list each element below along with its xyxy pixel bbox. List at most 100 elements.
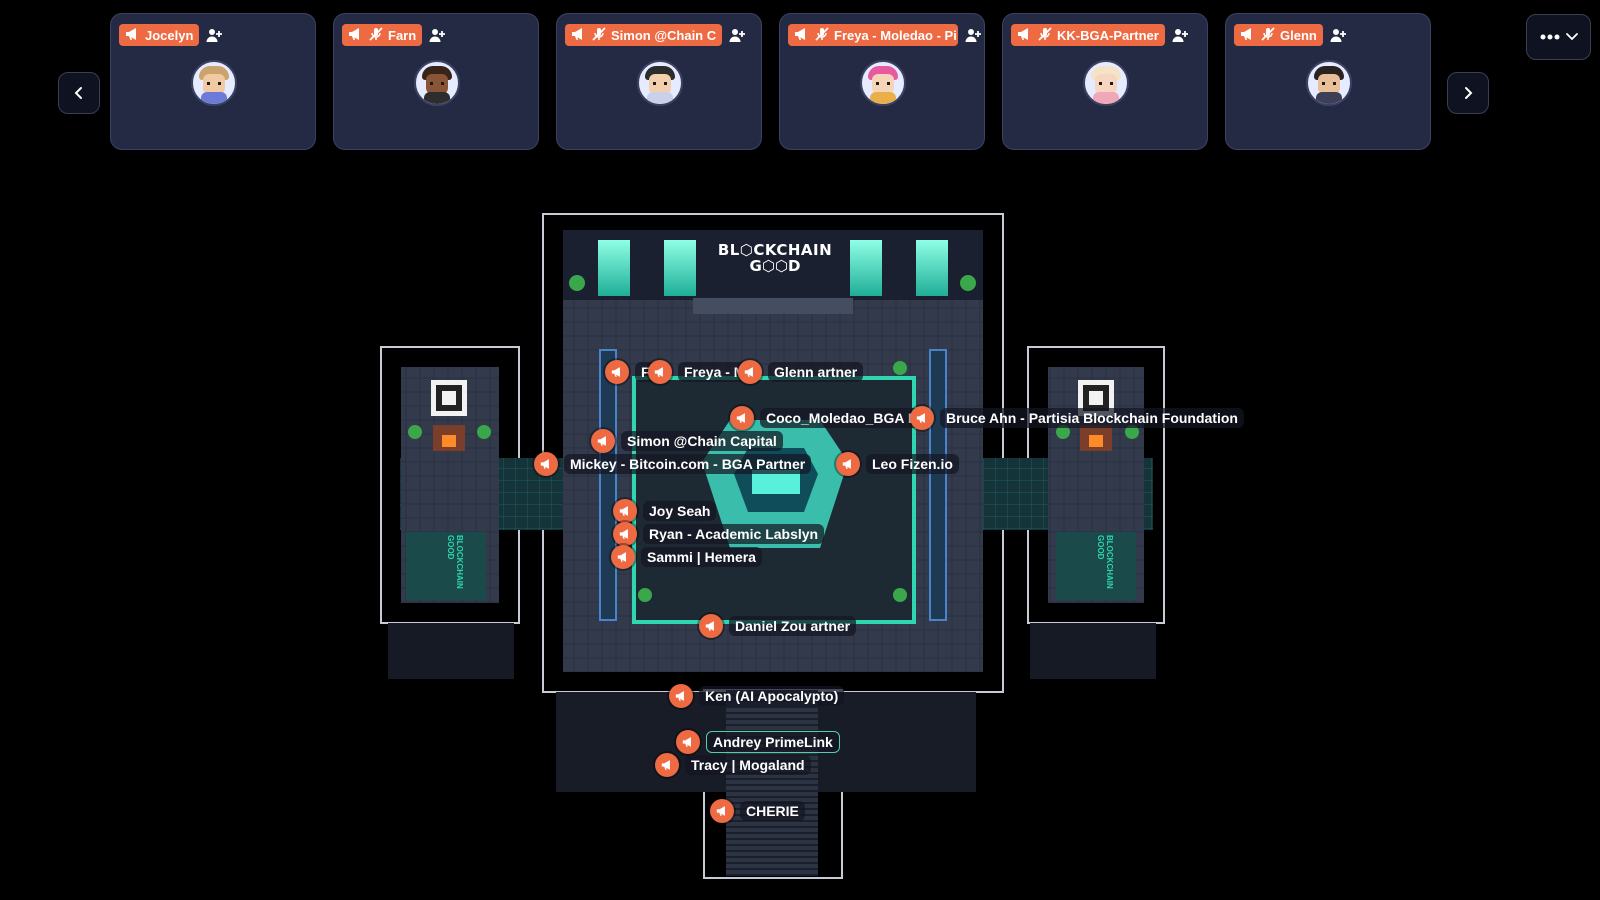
more-options-button[interactable] — [1526, 14, 1591, 60]
participant-header: Glenn — [1234, 24, 1347, 46]
participant-header: Jocelyn — [119, 24, 223, 46]
megaphone-icon — [125, 27, 141, 44]
player-name: Andrey PrimeLink — [706, 731, 840, 753]
player-label[interactable]: Sammi | Hemera — [611, 545, 762, 569]
participant-name: Jocelyn — [145, 27, 194, 43]
mic-off-icon — [1037, 26, 1053, 44]
participant-name-badge: Simon @Chain C — [565, 24, 723, 46]
player-name: Freya - M — [678, 362, 752, 382]
add-user-icon[interactable] — [1329, 26, 1347, 44]
mic-off-icon — [591, 26, 607, 44]
participant-name: Freya - Moledao - Pi — [834, 27, 957, 43]
chevron-left-icon — [74, 87, 82, 99]
player-name: Joy Seah — [643, 501, 717, 521]
megaphone-icon — [613, 499, 637, 523]
megaphone-icon — [836, 452, 860, 476]
avatar — [1083, 60, 1129, 106]
megaphone-icon — [611, 545, 635, 569]
participant-name: Simon @Chain C — [611, 27, 717, 43]
map-banner: BL⬡CKCHAIN G⬡⬡D — [712, 242, 838, 274]
player-name: Daniel Zou artner — [729, 616, 857, 636]
participant-card[interactable]: Freya - Moledao - Pi — [779, 13, 985, 150]
participant-name-badge: KK-BGA-Partner — [1011, 24, 1165, 46]
megaphone-icon — [794, 27, 810, 44]
avatar — [637, 60, 683, 106]
megaphone-icon — [1017, 27, 1033, 44]
player-name: Ryan - Academic Labslyn — [643, 524, 825, 544]
player-name: Sammi | Hemera — [641, 547, 762, 567]
participant-card[interactable]: Farn — [333, 13, 539, 150]
participant-card[interactable]: Glenn — [1225, 13, 1431, 150]
participant-header: Freya - Moledao - Pi — [788, 24, 982, 46]
megaphone-icon — [699, 614, 723, 638]
participant-cards: Jocelyn Farn — [110, 13, 1431, 150]
participant-header: Simon @Chain C — [565, 24, 746, 46]
megaphone-icon — [571, 27, 587, 44]
participant-card[interactable]: Jocelyn — [110, 13, 316, 150]
participant-name: Glenn — [1280, 27, 1317, 43]
player-label[interactable]: Freya - M — [648, 360, 752, 384]
player-label[interactable]: Simon @Chain Capital — [591, 429, 783, 453]
participant-header: Farn — [342, 24, 446, 46]
megaphone-icon — [910, 406, 934, 430]
player-label[interactable]: Joy Seah — [613, 499, 717, 523]
add-user-icon[interactable] — [728, 26, 746, 44]
player-label[interactable]: Andrey PrimeLink — [676, 730, 840, 754]
banner-line-1: BL⬡CKCHAIN — [717, 241, 833, 259]
megaphone-icon — [605, 360, 629, 384]
player-label[interactable]: CHERIE — [710, 799, 805, 823]
avatar — [414, 60, 460, 106]
megaphone-icon — [669, 684, 693, 708]
participant-name: KK-BGA-Partner — [1057, 27, 1159, 43]
player-name: Leo Fizen.io — [866, 454, 959, 474]
player-label[interactable]: Leo Fizen.io — [836, 452, 959, 476]
left-room-sign: BLOCKCHAIN GOOD — [446, 535, 464, 589]
right-room-sign: BLOCKCHAIN GOOD — [1096, 535, 1114, 589]
megaphone-icon — [534, 452, 558, 476]
add-user-icon[interactable] — [428, 26, 446, 44]
player-name: Mickey - Bitcoin.com - BGA Partner — [564, 454, 812, 474]
player-label[interactable]: Bruce Ahn - Partisia Blockchain Foundati… — [910, 406, 1244, 430]
chevron-right-icon — [1465, 87, 1473, 99]
banner-line-2: G⬡⬡D — [749, 257, 801, 275]
player-label[interactable]: Ken (AI Apocalypto) — [669, 684, 845, 708]
player-label[interactable]: Mickey - Bitcoin.com - BGA Partner — [534, 452, 812, 476]
chevron-down-icon — [1565, 33, 1578, 41]
add-user-icon[interactable] — [205, 26, 223, 44]
participant-header: KK-BGA-Partner — [1011, 24, 1189, 46]
mic-off-icon — [1260, 26, 1276, 44]
participant-name-badge: Glenn — [1234, 24, 1323, 46]
megaphone-icon — [738, 360, 762, 384]
player-label[interactable]: Coco_Moledao_BGA P — [730, 406, 924, 430]
player-label[interactable]: Glenn artner — [738, 360, 864, 384]
participant-name-badge: Freya - Moledao - Pi — [788, 24, 958, 46]
add-user-icon[interactable] — [1171, 26, 1189, 44]
avatar — [860, 60, 906, 106]
megaphone-icon — [710, 799, 734, 823]
more-options-icon — [1540, 34, 1559, 40]
megaphone-icon — [648, 360, 672, 384]
player-name: CHERIE — [740, 801, 805, 821]
megaphone-icon — [655, 753, 679, 777]
next-page-button[interactable] — [1447, 72, 1489, 114]
player-label[interactable]: Daniel Zou artner — [699, 614, 857, 638]
player-name: Tracy | Mogaland — [685, 755, 811, 775]
player-name: Coco_Moledao_BGA P — [760, 408, 924, 428]
megaphone-icon — [730, 406, 754, 430]
megaphone-icon — [591, 429, 615, 453]
megaphone-icon — [676, 730, 700, 754]
participant-card[interactable]: KK-BGA-Partner — [1002, 13, 1208, 150]
megaphone-icon — [613, 522, 637, 546]
prev-page-button[interactable] — [58, 72, 100, 114]
player-label[interactable]: Tracy | Mogaland — [655, 753, 811, 777]
player-label[interactable]: Ryan - Academic Labslyn — [613, 522, 825, 546]
add-user-icon[interactable] — [964, 26, 982, 44]
participant-card[interactable]: Simon @Chain C — [556, 13, 762, 150]
avatar — [191, 60, 237, 106]
mic-off-icon — [368, 26, 384, 44]
player-name: Glenn artner — [768, 362, 864, 382]
player-name: Ken (AI Apocalypto) — [699, 686, 845, 706]
participant-name-badge: Farn — [342, 24, 423, 46]
participant-name-badge: Jocelyn — [119, 24, 200, 46]
